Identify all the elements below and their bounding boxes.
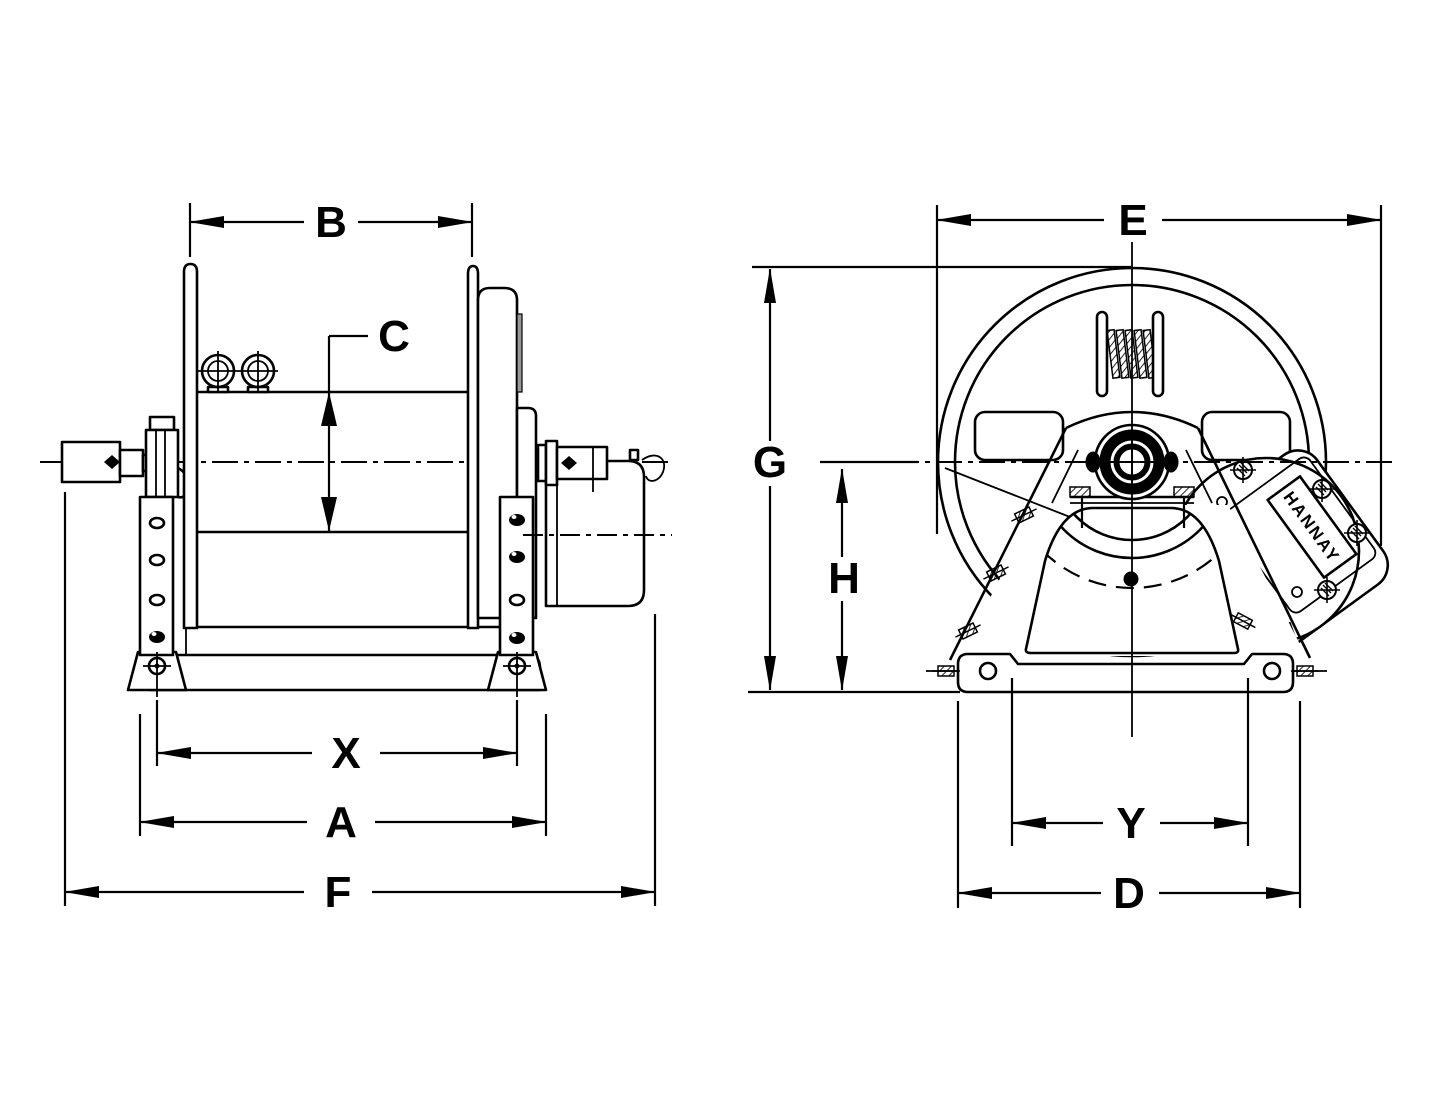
drum-fitting-right: [238, 351, 278, 394]
motor-wire: [641, 454, 666, 482]
spool-slot-left: [1095, 310, 1109, 398]
dim-label-c: C: [378, 312, 410, 361]
dim-d: D: [956, 701, 1302, 918]
foot-hole-right: [1262, 661, 1282, 681]
dim-g: G: [753, 268, 787, 691]
front-base: [926, 652, 1327, 694]
dim-e: E: [935, 196, 1383, 546]
left-flange-disc: [182, 262, 199, 630]
brace-rod: [944, 467, 1071, 518]
shaft-center-diamond: [104, 455, 120, 469]
dim-x: X: [155, 700, 519, 778]
drum: [197, 390, 468, 534]
side-view: B C X A: [40, 198, 672, 917]
dim-label-d: D: [1113, 869, 1145, 918]
spool-slot-right: [1151, 310, 1165, 398]
dim-label-b: B: [315, 198, 347, 247]
dim-label-h: H: [828, 554, 860, 603]
dim-b: B: [188, 198, 474, 257]
dim-label-e: E: [1118, 196, 1147, 245]
disc-window-right: [1200, 410, 1292, 462]
side-motor: [523, 439, 672, 608]
left-support-leg: [126, 495, 188, 697]
right-flange-disc: [466, 264, 480, 630]
dim-label-a: A: [325, 798, 357, 847]
right-foot-bolt-target: [503, 652, 531, 697]
dim-y: Y: [1010, 678, 1250, 848]
dim-label-y: Y: [1116, 799, 1145, 848]
dim-h: H: [820, 460, 918, 691]
left-foot-bolt-target: [143, 652, 171, 697]
foot-hole-left: [978, 661, 998, 681]
dim-a: A: [138, 714, 548, 847]
drum-set-screw: [1123, 571, 1139, 587]
drum-fitting-left: [198, 351, 238, 394]
front-view: HANNAY: [748, 196, 1392, 918]
base-channel: [148, 625, 542, 692]
disc-window-left: [973, 410, 1065, 462]
dim-label-f: F: [325, 868, 352, 917]
dim-label-g: G: [753, 438, 787, 487]
right-support-leg: [486, 495, 548, 697]
dim-label-x: X: [331, 729, 360, 778]
dim-f: F: [63, 492, 657, 917]
dim-c: C: [321, 312, 410, 531]
